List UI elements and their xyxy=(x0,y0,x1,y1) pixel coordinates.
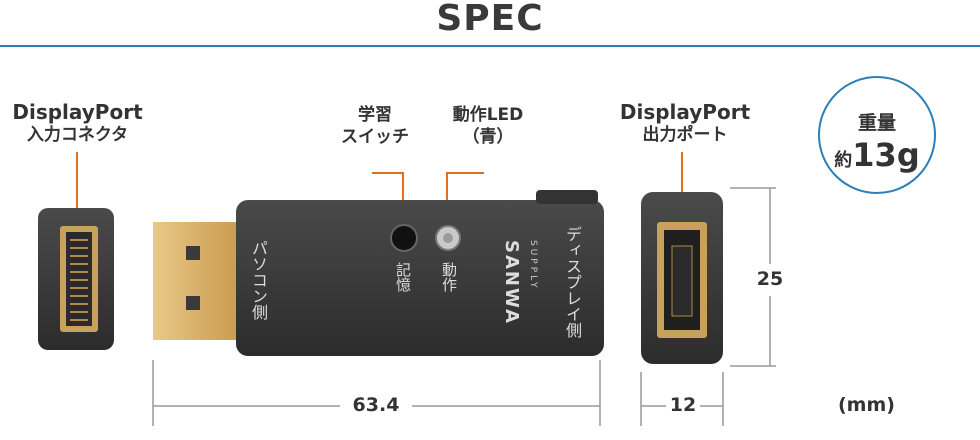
learn-switch-label: 学習 スイッチ xyxy=(330,104,420,148)
learn-switch-leader-v xyxy=(402,172,404,222)
dp-output-label-line2: 出力ポート xyxy=(642,125,728,145)
dp-input-end-view xyxy=(38,208,114,350)
dp-output-end-view xyxy=(641,192,723,364)
dp-output-label-line1: DisplayPort xyxy=(619,100,751,124)
dp-output-tongue xyxy=(671,245,693,317)
depth-dimension: 12 xyxy=(669,394,697,416)
unit-label: (mm) xyxy=(838,394,895,416)
dimension-lines xyxy=(152,187,776,426)
weight-prefix: 約 xyxy=(834,150,853,171)
adapter-body xyxy=(153,190,604,356)
dp-input-label: DisplayPort 入力コネクタ xyxy=(0,100,155,146)
memory-print: 記憶 xyxy=(394,262,412,292)
dp-output-label: DisplayPort 出力ポート xyxy=(600,100,770,146)
weight-badge: 重量 約13g xyxy=(818,76,936,194)
adapter-housing xyxy=(236,200,604,356)
operation-print: 動作 xyxy=(440,262,458,292)
housing-step xyxy=(536,190,598,204)
length-dimension: 63.4 xyxy=(352,394,400,416)
dp-plug-gold xyxy=(153,222,243,340)
learn-switch-button xyxy=(390,224,418,252)
weight-value: 13g xyxy=(852,136,920,174)
led-lens xyxy=(443,233,453,243)
pc-side-print: パソコン側 xyxy=(249,240,268,320)
height-dimension: 25 xyxy=(756,268,784,290)
dp-input-leader xyxy=(76,152,78,224)
weight-value-row: 約13g xyxy=(820,136,934,174)
led-leader-v xyxy=(446,172,448,224)
weight-label: 重量 xyxy=(857,112,896,134)
dp-input-label-line1: DisplayPort xyxy=(12,100,143,124)
dp-input-label-line2: 入力コネクタ xyxy=(26,125,129,145)
page-title: SPEC xyxy=(436,0,544,39)
plug-hole-1 xyxy=(186,246,200,260)
learn-switch-leader-h xyxy=(372,172,404,174)
title-underline xyxy=(0,45,980,47)
dp-output-leader xyxy=(681,152,683,222)
brand-logo: SANWA xyxy=(501,240,522,325)
led-label-line2: （青） xyxy=(462,127,514,147)
led-label: 動作LED （青） xyxy=(428,104,548,148)
learn-switch-label-line2: スイッチ xyxy=(341,127,409,147)
learn-switch-label-line1: 学習 xyxy=(358,105,392,125)
display-side-print: ディスプレイ側 xyxy=(563,226,582,338)
dp-input-pins xyxy=(70,239,88,321)
brand-sub-logo: SUPPLY xyxy=(528,240,538,291)
led-label-line1: 動作LED xyxy=(452,105,524,125)
plug-hole-2 xyxy=(186,296,200,310)
led-leader-h xyxy=(446,172,484,174)
